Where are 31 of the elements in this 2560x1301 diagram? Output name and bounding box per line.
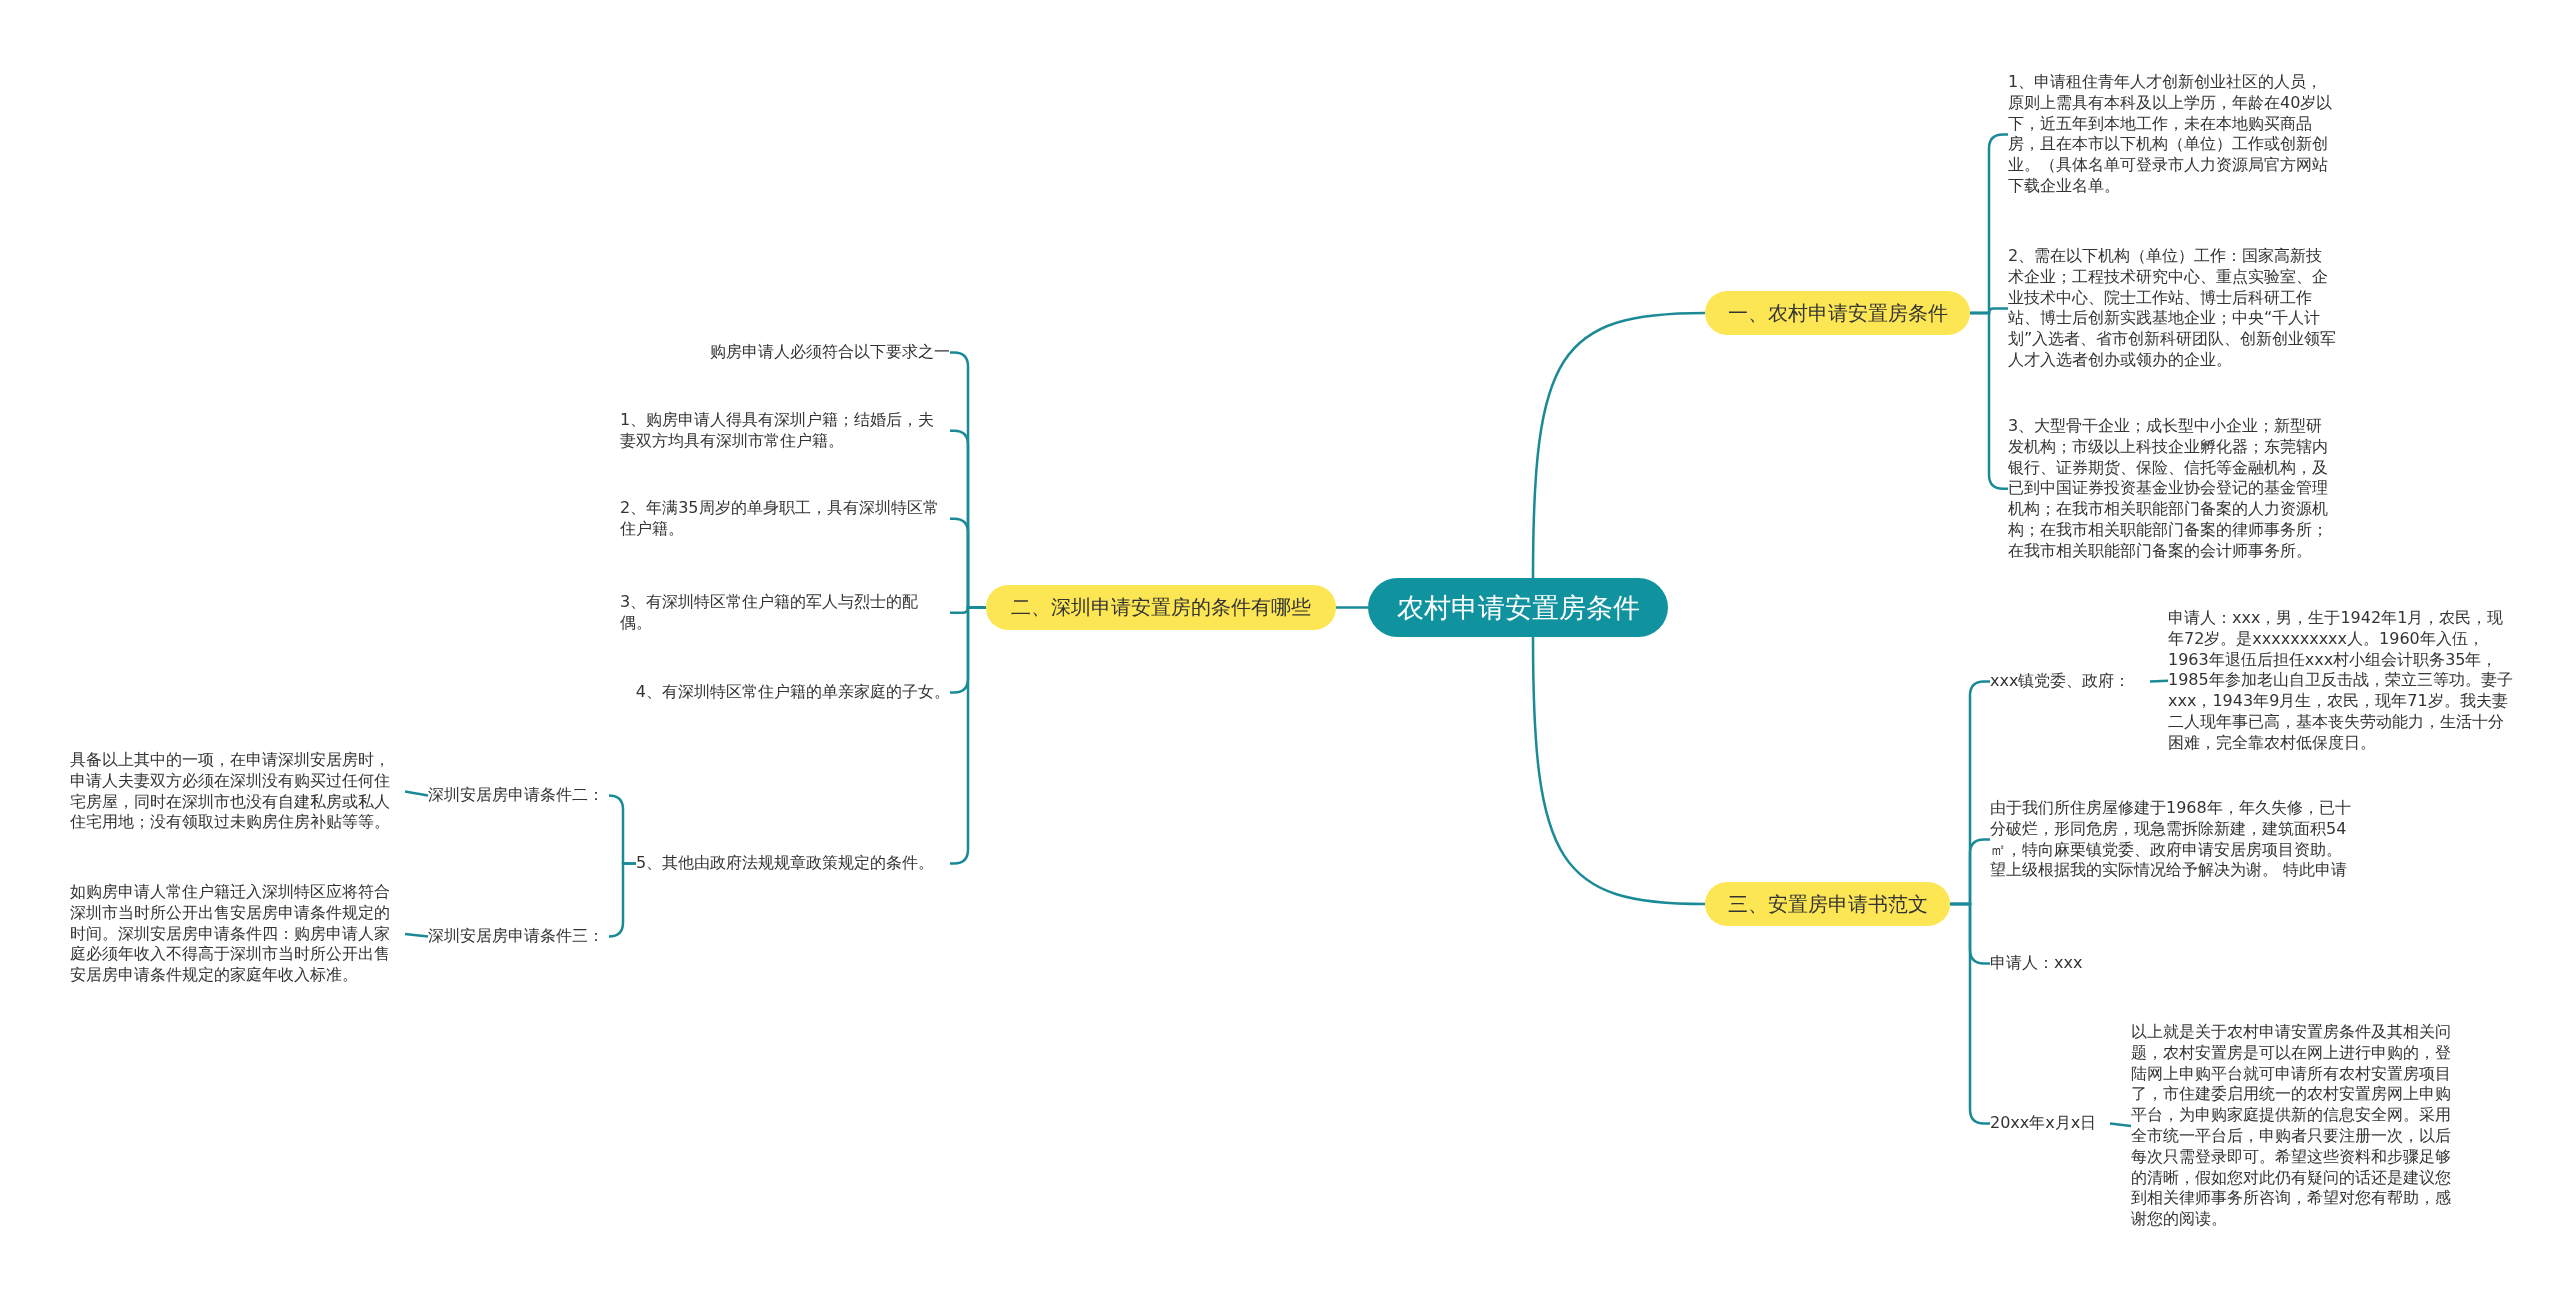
subtopic-text: 5、其他由政府法规规章政策规定的条件。 <box>636 853 950 874</box>
subtopic-text: 以上就是关于农村申请安置房条件及其相关问题，农村安置房是可以在网上进行申购的，登陆网上申购平台就可申请所有农村安置房项目了，市住建委启用统一的农村安置房网上申购平台，为申购家庭提供新的信息安全网。采用全市统一平台后，申购者只要注册一次，以后每次只需登录即可。希望这些资料和步骤足够的清晰，假如您对此仍有疑问的话还是建议您到相关律师事务所咨询，希望对您有帮助，感谢您的阅读。 <box>2131 1022 2461 1230</box>
connector-line <box>2149 679 2169 683</box>
connector-line <box>404 790 429 797</box>
subtopic-text: 申请人：xxx <box>1990 953 2110 974</box>
connector-line <box>1531 637 1706 906</box>
subtopic-text: 由于我们所住房屋修建于1968年，年久失修，已十分破烂，形同危房，现急需拆除新建，建筑面积54㎡，特向麻栗镇党委、政府申请安居房项目资助。望上级根据我的实际情况给予解决为谢。 特此申请 <box>1990 798 2355 882</box>
subtopic-text: 4、有深圳特区常住户籍的单亲家庭的子女。 <box>620 682 950 703</box>
subtopic-text: 具备以上其中的一项，在申请深圳安居房时，申请人夫妻双方必须在深圳没有购买过任何住宅房屋，同时在深圳市也没有自建私房或私人住宅用地；没有领取过未购房住房补贴等等。 <box>70 750 405 834</box>
connector-line <box>607 862 636 938</box>
subtopic-text: 1、申请租住青年人才创新创业社区的人员，原则上需具有本科及以上学历，年龄在40岁以下，近五年到本地工作，未在本地购买商品房，且在本市以下机构（单位）工作或创新创业。（具体名单可登录市人力资源局官方网站下载企业名单。 <box>2008 72 2338 197</box>
connector-line <box>1336 606 1368 609</box>
subtopic-text: 申请人：xxx，男，生于1942年1月，农民，现年72岁。是xxxxxxxxxx人。1960年入伍，1963年退伍后担任xxx村小组会计职务35年，1985年参加老山自卫反击战，荣立三等功。妻子xxx，1943年9月生，农民，现年71岁。我夫妻二人现年事已高，基本丧失劳动能力，生活十分困难，完全靠农村低保度日。 <box>2168 608 2513 754</box>
branch-topic: 一、农村申请安置房条件 <box>1705 291 1970 335</box>
subtopic-text: 2、需在以下机构（单位）工作：国家高新技术企业；工程技术研究中心、重点实验室、企业技术中心、院士工作站、博士后科研工作站、博士后创新实践基地企业；中央“千人计划”入选者、省市创新科研团队、创新创业领军人才入选者创办或领办的企业。 <box>2008 246 2338 371</box>
central-topic: 农村申请安置房条件 <box>1368 578 1668 637</box>
connector-line <box>2109 1122 2132 1128</box>
connector-line <box>404 932 429 938</box>
subtopic-text: xxx镇党委、政府： <box>1990 671 2150 692</box>
subtopic-text: 1、购房申请人得具有深圳户籍；结婚后，夫妻双方均具有深圳市常住户籍。 <box>620 410 950 452</box>
subtopic-text: 20xx年x月x日 <box>1990 1113 2110 1134</box>
subtopic-text: 深圳安居房申请条件二： <box>428 785 610 806</box>
subtopic-text: 3、有深圳特区常住户籍的军人与烈士的配偶。 <box>620 592 950 634</box>
subtopic-text: 深圳安居房申请条件三： <box>428 926 610 947</box>
subtopic-text: 购房申请人必须符合以下要求之一 <box>640 342 950 363</box>
branch-topic: 二、深圳申请安置房的条件有哪些 <box>986 585 1336 630</box>
connector-line <box>1531 311 1706 578</box>
subtopic-text: 如购房申请人常住户籍迁入深圳特区应将符合深圳市当时所公开出售安居房申请条件规定的时间。深圳安居房申请条件四：购房申请人家庭必须年收入不得高于深圳市当时所公开出售安居房申请条件规定的家庭年收入标准。 <box>70 882 405 986</box>
subtopic-text: 2、年满35周岁的单身职工，具有深圳特区常住户籍。 <box>620 498 950 540</box>
subtopic-text: 3、大型骨干企业；成长型中小企业；新型研发机构；市级以上科技企业孵化器；东莞辖内银行、证券期货、保险、信托等金融机构，及已到中国证券投资基金业协会登记的基金管理机构；在我市相关职能部门备案的人力资源机构；在我市相关职能部门备案的律师事务所；在我市相关职能部门备案的会计师事务所。 <box>2008 416 2338 562</box>
branch-topic: 三、安置房申请书范文 <box>1705 882 1950 926</box>
